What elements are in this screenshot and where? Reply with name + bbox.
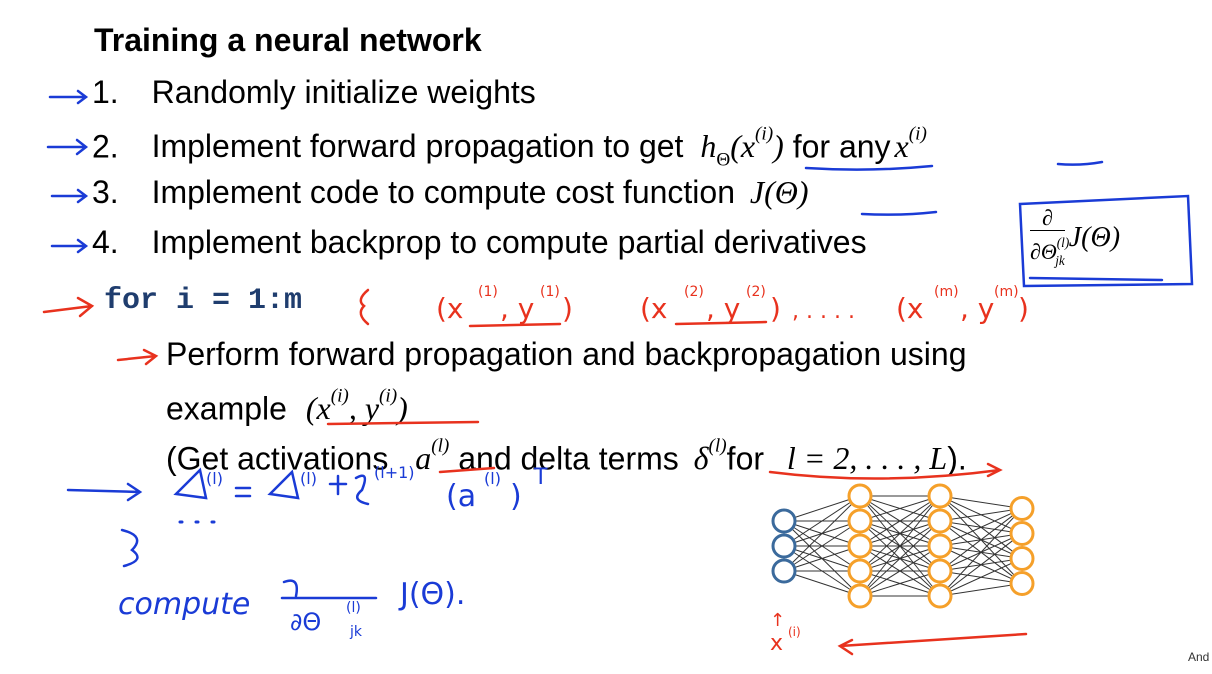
input-node [771, 558, 797, 584]
network-connection [783, 495, 861, 522]
svg-text:J(Θ).: J(Θ). [398, 577, 465, 612]
network-connection [859, 495, 941, 547]
network-connection [859, 495, 941, 572]
network-node [847, 483, 873, 509]
svg-text:(1): (1) [540, 284, 560, 300]
step-1: 1. Randomly initialize weights [92, 74, 536, 111]
svg-text:(x: (x [436, 292, 464, 325]
step-arrow-icon [116, 348, 159, 366]
network-node [927, 533, 953, 559]
network-node [927, 583, 953, 609]
network-connection [859, 570, 941, 597]
svg-text:, . . . .: , . . . . [792, 299, 855, 324]
network-node [927, 483, 953, 509]
svg-text:∂Θ: ∂Θ [290, 608, 321, 636]
network-connection [939, 508, 1023, 572]
loop-body-line-1: Perform forward propagation and backprop… [166, 336, 967, 372]
network-connection [939, 583, 1023, 597]
svg-text:compute: compute [118, 587, 250, 622]
network-node [1009, 496, 1035, 521]
step-number: 2. [92, 128, 119, 165]
step-text: Implement code to compute cost function [151, 174, 735, 210]
step-arrow-icon [48, 89, 89, 105]
network-node [847, 583, 873, 609]
step-4: 4. Implement backprop to compute partial… [92, 224, 867, 261]
network-node [1009, 546, 1035, 571]
svg-text:): ) [1018, 292, 1029, 325]
step-arrow-icon [50, 188, 89, 204]
step-number: 1. [92, 74, 119, 110]
update-arrow-icon [66, 482, 143, 502]
step-number: 4. [92, 224, 119, 260]
network-node [927, 508, 953, 534]
svg-text:, y: , y [500, 292, 534, 325]
network-node [1009, 571, 1035, 596]
network-connection [783, 520, 861, 572]
network-connection [859, 545, 941, 597]
loop-arrow-icon [42, 296, 95, 318]
step-number: 3. [92, 174, 119, 210]
network-connection [939, 508, 1023, 522]
network-node [847, 558, 873, 584]
svg-text:, y: , y [706, 292, 740, 325]
svg-text:): ) [510, 479, 522, 514]
network-node [847, 508, 873, 534]
network-connection [783, 570, 861, 597]
network-connection [859, 495, 941, 597]
footer-text: And [1188, 650, 1210, 664]
cost-formula: J(Θ) [749, 174, 809, 210]
step-3: 3. Implement code to compute cost functi… [92, 174, 809, 211]
partial-derivative-formula: ∂ ∂Θ(l)jk J(Θ) [1026, 206, 1120, 273]
svg-text:): ) [562, 292, 573, 325]
hypothesis-formula: hΘ(x(i)) [700, 124, 784, 171]
step-text: Implement backprop to compute partial de… [151, 224, 867, 260]
svg-text:(m): (m) [934, 284, 959, 300]
network-connection [939, 495, 1023, 509]
network-node [847, 533, 873, 559]
input-node [771, 533, 797, 559]
svg-text:jk: jk [349, 624, 363, 640]
for-loop-code: for i = 1:m [104, 284, 303, 318]
network-connection [859, 495, 941, 522]
network-connection [939, 508, 1023, 547]
svg-text:): ) [770, 292, 781, 325]
network-connection [939, 558, 1023, 597]
loop-body-line-2: example (x(i), y(i)) [166, 386, 408, 427]
svg-text:(l): (l) [346, 600, 361, 616]
svg-text:(i): (i) [788, 625, 801, 639]
network-node [1009, 521, 1035, 546]
svg-text:x: x [770, 631, 783, 656]
activation-formula: a(l) [415, 436, 450, 477]
step-arrow-icon [46, 138, 89, 156]
fraction: ∂ ∂Θ(l)jk [1030, 205, 1070, 268]
svg-text:, y: , y [960, 292, 994, 325]
layer-range-formula: l = 2, . . . , L [786, 440, 948, 477]
input-node [771, 508, 797, 534]
step-text-b: for any [792, 128, 891, 165]
svg-text:(m): (m) [994, 284, 1019, 300]
svg-text:(2): (2) [684, 284, 704, 300]
step-arrow-icon [50, 238, 89, 254]
example-formula: (x(i), y(i)) [305, 386, 408, 427]
svg-text:(x: (x [896, 292, 924, 325]
step-2: 2. Implement forward propagation to get … [92, 124, 927, 172]
svg-text:(x: (x [640, 292, 668, 325]
svg-text:(2): (2) [746, 284, 766, 300]
network-connection [939, 533, 1023, 597]
step-text: Implement forward propagation to get [151, 128, 684, 165]
network-connection [783, 545, 861, 572]
loop-body-line-3: (Get activations a(l) and delta terms δ(… [166, 436, 967, 477]
delta-formula: δ(l) [693, 436, 727, 477]
network-connection [783, 495, 861, 572]
x-formula: x(i) [894, 124, 927, 165]
neural-network-diagram [771, 483, 1035, 609]
network-node [927, 558, 953, 584]
svg-text:(a: (a [446, 479, 476, 514]
step-text: Randomly initialize weights [151, 74, 536, 110]
svg-text:(1): (1) [478, 284, 498, 300]
network-connection [783, 495, 861, 547]
network-connection [859, 520, 941, 597]
slide-title: Training a neural network [94, 22, 482, 58]
network-connection [939, 508, 1023, 597]
